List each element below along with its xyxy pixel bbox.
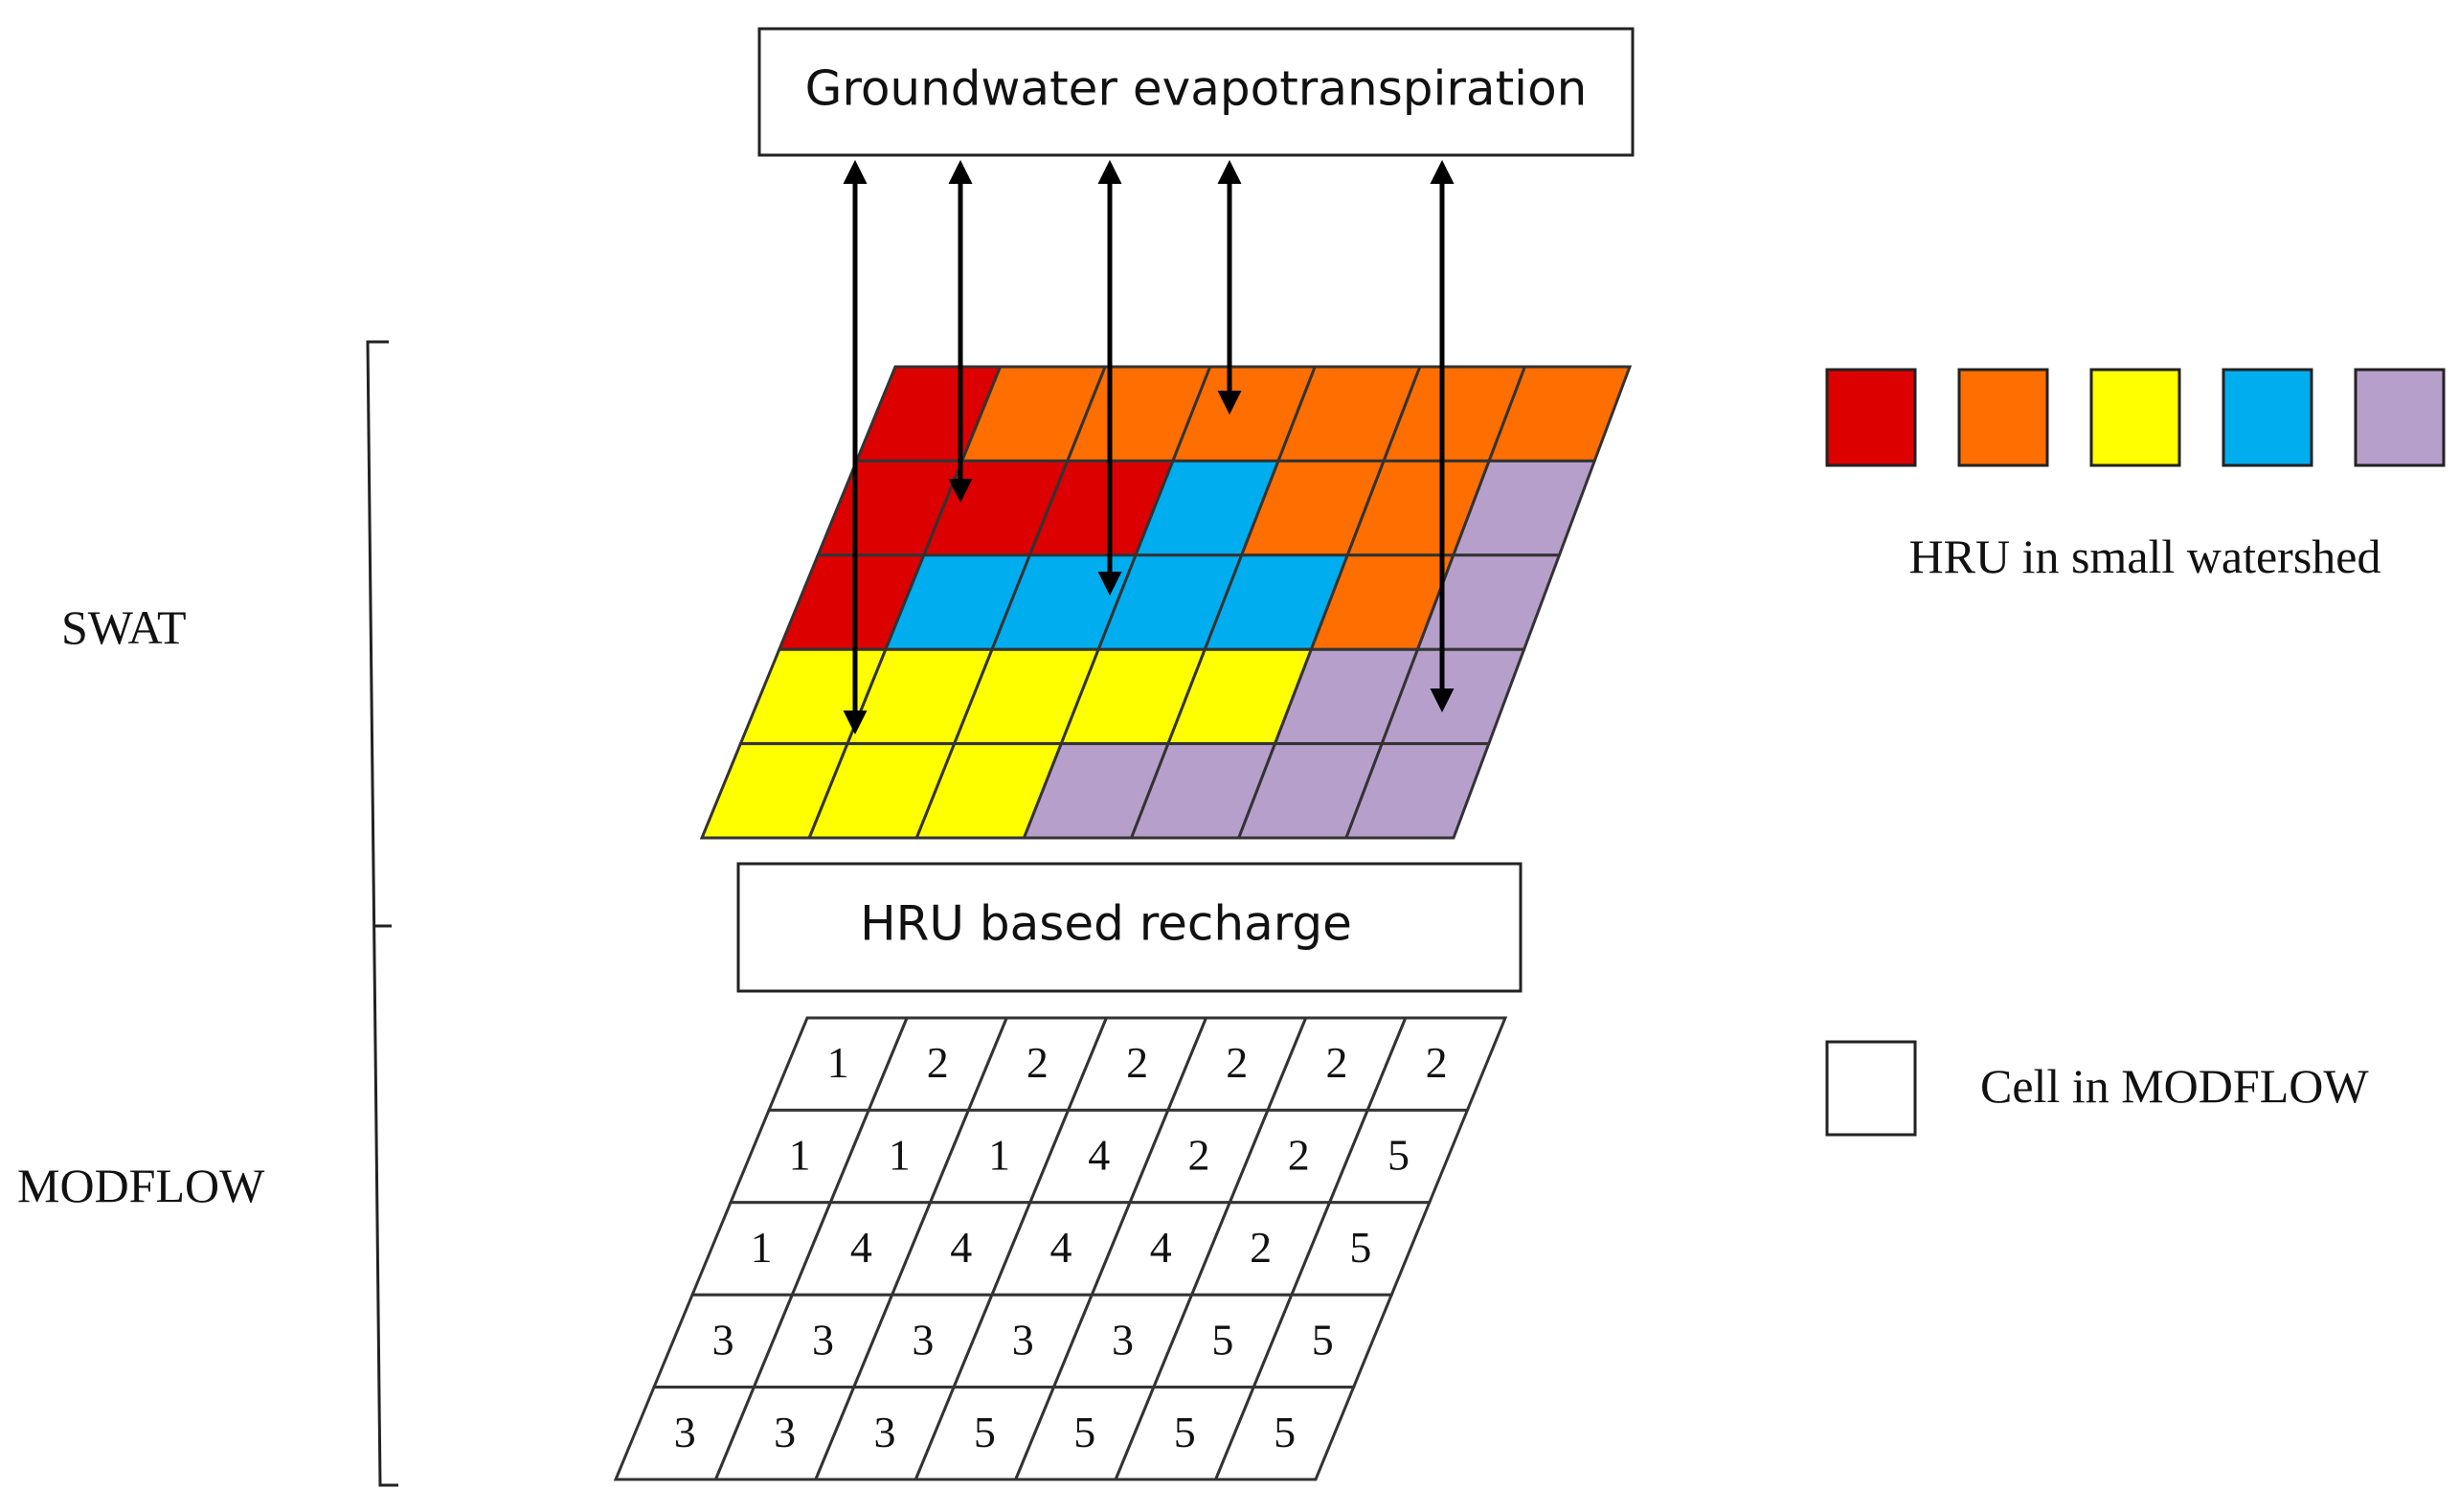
modflow-cell-value: 2 <box>1226 1038 1248 1087</box>
modflow-cell-value: 5 <box>1211 1315 1233 1364</box>
evapotranspiration-arrows <box>843 160 1455 734</box>
modflow-cell-value: 3 <box>874 1408 896 1456</box>
recharge-label: HRU based recharge <box>860 896 1352 952</box>
modflow-cell-value: 1 <box>751 1223 773 1272</box>
model-bracket <box>366 340 398 1487</box>
evapotranspiration-box: Groundwater evapotranspiration <box>757 27 1635 157</box>
modflow-cell <box>1213 1386 1356 1481</box>
hru-legend-label: HRU in small watershed <box>1909 530 2381 583</box>
modflow-cell-value: 2 <box>1325 1038 1347 1087</box>
modflow-cell-value: 3 <box>674 1408 696 1456</box>
modflow-cell-value: 5 <box>1274 1408 1296 1456</box>
modflow-cell-value: 3 <box>812 1315 834 1364</box>
modflow-cell-value: 5 <box>1312 1315 1334 1364</box>
modflow-cell-value: 5 <box>1073 1408 1095 1456</box>
modflow-cell-value: 5 <box>974 1408 996 1456</box>
modflow-cell-value: 4 <box>1050 1223 1072 1272</box>
modflow-cell-value: 2 <box>1126 1038 1148 1087</box>
modflow-cell-value: 5 <box>1174 1408 1196 1456</box>
cell-legend-label: Cell in MODFLOW <box>1980 1059 2369 1113</box>
modflow-cell-value: 2 <box>1288 1131 1310 1180</box>
modflow-cell-value: 3 <box>712 1315 734 1364</box>
modflow-cell-value: 4 <box>1088 1131 1110 1180</box>
hru-legend-swatch-red <box>1825 368 1917 467</box>
cell-legend: Cell in MODFLOW <box>1825 1040 2369 1137</box>
modflow-cell-value: 3 <box>1012 1315 1034 1364</box>
modflow-cell-value: 3 <box>1112 1315 1134 1364</box>
hru-legend <box>1825 368 2446 467</box>
swat-cell <box>1343 742 1491 840</box>
modflow-cell-value: 2 <box>1026 1038 1049 1087</box>
modflow-cell-value: 1 <box>827 1038 849 1087</box>
modflow-cell-value: 4 <box>950 1223 972 1272</box>
swat-label: SWAT <box>61 600 187 654</box>
hru-legend-swatch-blue <box>2222 368 2313 467</box>
cell-legend-swatch <box>1825 1040 1917 1137</box>
modflow-cell-value: 4 <box>850 1223 872 1272</box>
modflow-cell-value: 2 <box>1426 1038 1448 1087</box>
modflow-cell-value: 1 <box>789 1131 811 1180</box>
hru-legend-swatch-purple <box>2354 368 2446 467</box>
modflow-cell-value: 5 <box>1349 1223 1371 1272</box>
recharge-box: HRU based recharge <box>736 862 1523 993</box>
evapotranspiration-label: Groundwater evapotranspiration <box>805 61 1588 117</box>
modflow-cell-value: 4 <box>1150 1223 1172 1272</box>
hru-legend-swatch-orange <box>1957 368 2049 467</box>
modflow-cell-value: 5 <box>1387 1131 1410 1180</box>
swat-hru-grid <box>699 365 1633 840</box>
hru-legend-swatch-yellow <box>2089 368 2181 467</box>
modflow-cell-value: 3 <box>774 1408 796 1456</box>
modflow-cell-value: 2 <box>1250 1223 1272 1272</box>
modflow-cell-value: 3 <box>912 1315 934 1364</box>
modflow-cell-value: 2 <box>1188 1131 1210 1180</box>
modflow-label: MODFLOW <box>17 1159 265 1212</box>
modflow-cell-value: 1 <box>988 1131 1010 1180</box>
modflow-cell-value: 1 <box>889 1131 911 1180</box>
modflow-cell-value: 2 <box>927 1038 949 1087</box>
